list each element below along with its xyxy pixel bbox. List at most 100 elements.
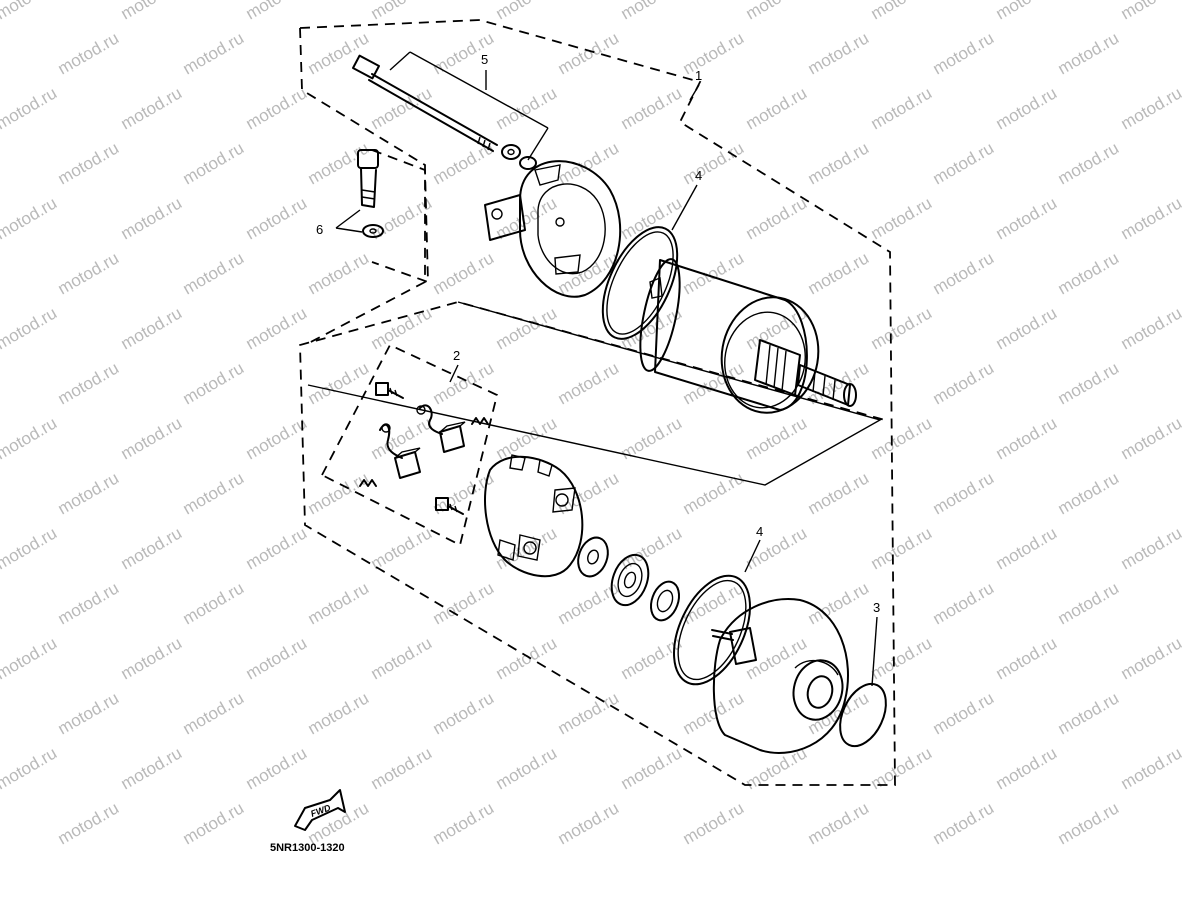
watermark-text: motod.ru <box>868 743 936 793</box>
watermark-text: motod.ru <box>1118 523 1186 573</box>
watermark-text: motod.ru <box>1118 83 1186 133</box>
watermark-text: motod.ru <box>1055 248 1123 298</box>
brush-spring-left <box>359 479 377 487</box>
watermark-text: motod.ru <box>1055 688 1123 738</box>
watermark-text: motod.ru <box>1118 303 1186 353</box>
watermark-text: motod.ru <box>180 578 248 628</box>
watermark-text: motod.ru <box>493 0 561 23</box>
callout-3: 3 <box>873 600 880 615</box>
watermark-text: motod.ru <box>305 28 373 78</box>
watermark-text: motod.ru <box>618 193 686 243</box>
watermark-text: motod.ru <box>805 798 873 848</box>
o-ring-lower <box>673 574 751 686</box>
watermark-text: motod.ru <box>180 248 248 298</box>
watermark-text: motod.ru <box>180 798 248 848</box>
terminal-post <box>711 627 757 665</box>
watermark-text: motod.ru <box>618 743 686 793</box>
watermark-text: motod.ru <box>993 633 1061 683</box>
watermark-text: motod.ru <box>1055 578 1123 628</box>
watermark-text: motod.ru <box>430 248 498 298</box>
watermark-text: motod.ru <box>368 523 436 573</box>
watermark-text: motod.ru <box>305 468 373 518</box>
watermark-text: motod.ru <box>55 358 123 408</box>
watermark-text: motod.ru <box>805 578 873 628</box>
watermark-text: motod.ru <box>993 0 1061 23</box>
watermark-text: motod.ru <box>0 743 60 793</box>
watermark-text: motod.ru <box>930 358 998 408</box>
watermark-text: motod.ru <box>555 688 623 738</box>
watermark-text: motod.ru <box>55 688 123 738</box>
watermark-text: motod.ru <box>1055 28 1123 78</box>
watermark-text: motod.ru <box>430 688 498 738</box>
callout-5: 5 <box>481 52 488 67</box>
mount-bolt <box>357 149 379 208</box>
assembly-boundary-dashed-top <box>299 27 426 346</box>
watermark-text: motod.ru <box>743 523 811 573</box>
watermark-text: motod.ru <box>930 138 998 188</box>
o-ring-upper <box>601 226 679 340</box>
watermark-text: motod.ru <box>305 688 373 738</box>
watermark-text: motod.ru <box>993 743 1061 793</box>
callout-6-leader <box>335 209 363 233</box>
brush-left <box>394 447 421 479</box>
watermark-text: motod.ru <box>680 468 748 518</box>
callout-1: 1 <box>695 68 702 83</box>
watermark-text: motod.ru <box>243 633 311 683</box>
watermark-text: motod.ru <box>743 83 811 133</box>
watermark-text: motod.ru <box>555 28 623 78</box>
watermark-text: motod.ru <box>930 798 998 848</box>
watermark-text: motod.ru <box>805 28 873 78</box>
watermark-text: motod.ru <box>1055 138 1123 188</box>
watermark-text: motod.ru <box>680 28 748 78</box>
watermark-text: motod.ru <box>243 193 311 243</box>
watermark-text: motod.ru <box>118 193 186 243</box>
watermark-text: motod.ru <box>0 413 60 463</box>
brush-holder <box>484 454 584 578</box>
watermark-text: motod.ru <box>868 303 936 353</box>
brush-group-boundary <box>320 343 499 547</box>
watermark-text: motod.ru <box>55 138 123 188</box>
o-ring-upper-inner <box>606 231 674 335</box>
watermark-text: motod.ru <box>1118 633 1186 683</box>
watermark-text: motod.ru <box>868 0 936 23</box>
watermark-text: motod.ru <box>243 413 311 463</box>
watermark-text: motod.ru <box>243 523 311 573</box>
watermark-text: motod.ru <box>243 83 311 133</box>
watermark-text: motod.ru <box>118 523 186 573</box>
watermark-text: motod.ru <box>0 303 60 353</box>
watermark-text: motod.ru <box>0 193 60 243</box>
rear-cover <box>712 598 849 754</box>
watermark-text: motod.ru <box>180 468 248 518</box>
watermark-text: motod.ru <box>930 468 998 518</box>
watermark-text: motod.ru <box>0 633 60 683</box>
watermark-text: motod.ru <box>180 138 248 188</box>
bearing <box>610 553 650 607</box>
watermark-text: motod.ru <box>868 633 936 683</box>
callout-5-leader <box>389 51 549 161</box>
watermark-text: motod.ru <box>1118 743 1186 793</box>
thrust-washer <box>577 536 609 578</box>
watermark-text: motod.ru <box>743 0 811 23</box>
watermark-text: motod.ru <box>118 413 186 463</box>
watermark-text: motod.ru <box>243 0 311 23</box>
watermark-text: motod.ru <box>118 83 186 133</box>
watermark-text: motod.ru <box>868 523 936 573</box>
watermark-text: motod.ru <box>430 138 498 188</box>
watermark-text: motod.ru <box>930 248 998 298</box>
watermark-text: motod.ru <box>993 523 1061 573</box>
o-ring-lower-inner <box>677 579 747 681</box>
callout-2-leader <box>449 364 459 383</box>
watermark-text: motod.ru <box>1118 0 1186 23</box>
watermark-text: motod.ru <box>680 798 748 848</box>
watermark-text: motod.ru <box>618 413 686 463</box>
watermark-text: motod.ru <box>555 798 623 848</box>
oil-seal <box>649 580 681 622</box>
watermark-text: motod.ru <box>118 303 186 353</box>
watermark-text: motod.ru <box>305 358 373 408</box>
watermark-text: motod.ru <box>868 83 936 133</box>
diagram-code: 5NR1300-1320 <box>270 842 345 854</box>
motor-yoke <box>639 258 820 414</box>
callout-4b: 4 <box>756 524 763 539</box>
